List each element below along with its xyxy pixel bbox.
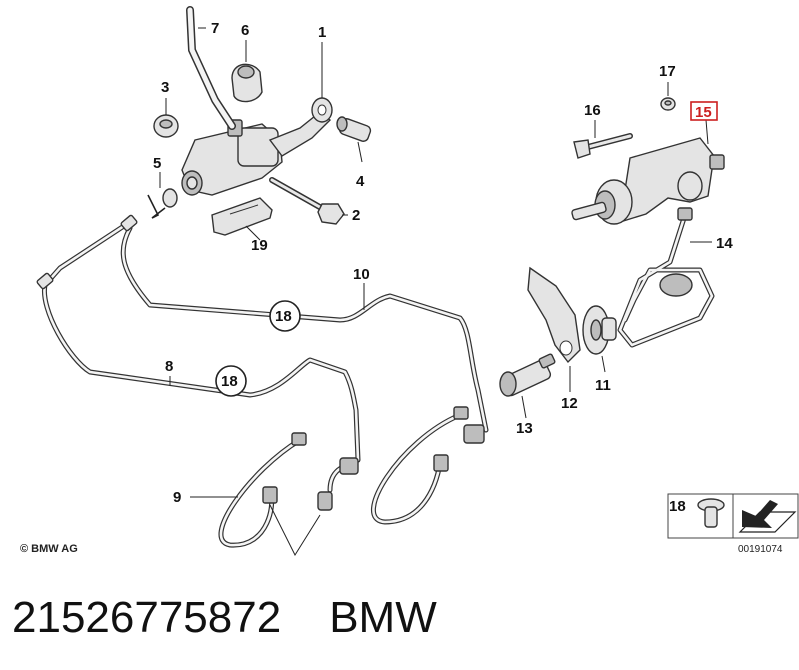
callout-17: 17 [659,63,676,80]
callout-9: 9 [173,489,181,506]
callout-13: 13 [516,420,533,437]
part-13-connector [499,353,556,397]
part-5-clip [147,188,178,219]
part-11-grommet [582,305,617,355]
clutch-hydraulics-diagram: 1 2 3 4 5 6 7 8 9 10 11 12 13 14 15 16 1… [20,6,799,557]
legend-18-label: 18 [669,498,686,515]
tag-18-lower: 18 [215,365,247,397]
part-19-bracket [211,197,273,236]
callout-4: 4 [356,173,365,190]
tag-18-upper-label: 18 [275,308,292,325]
part-6-grommet [231,63,263,103]
callout-15[interactable]: 15 [695,104,712,121]
part-4-pin [336,116,372,142]
legend-box: 18 [667,493,799,539]
pipe-8 [41,282,361,463]
callout-10: 10 [353,266,370,283]
callout-7: 7 [211,20,219,37]
callout-11: 11 [595,377,611,394]
brand-name: BMW [329,593,437,642]
master-cylinder [181,97,333,196]
lead-9-arrows [269,504,321,557]
part-number: 21526775872 [12,593,282,642]
pipe-10 [120,225,489,433]
callout-12: 12 [561,395,578,412]
pipe-connector-left [36,214,138,290]
leader-lines [159,27,712,498]
part-2-bolt [269,177,345,225]
part-16-bolt [573,133,633,159]
pipe-14 [617,207,715,348]
tag-18-lower-label: 18 [221,373,238,390]
part-3-nut [153,114,179,138]
diagram-id: 00191074 [738,544,783,555]
hose-9 [218,406,485,548]
arrow-icon [738,500,797,533]
part-12-bracket [527,266,581,364]
callout-6: 6 [241,22,249,39]
callout-3: 3 [161,79,169,96]
reservoir-hose-7 [186,6,236,130]
slave-cylinder [571,137,725,225]
callout-14: 14 [716,235,733,252]
callout-8: 8 [165,358,173,375]
callout-16: 16 [584,102,601,119]
callout-5: 5 [153,155,161,172]
callout-1: 1 [318,24,326,41]
callout-19: 19 [251,237,268,254]
copyright-label: © BMW AG [20,543,78,555]
caption: 21526775872 BMW [12,588,792,648]
rivet-icon [697,498,725,528]
callout-2: 2 [352,207,360,224]
highlight-box-15 [690,101,718,121]
tag-18-upper: 18 [269,300,301,332]
part-17-nut [660,97,676,111]
